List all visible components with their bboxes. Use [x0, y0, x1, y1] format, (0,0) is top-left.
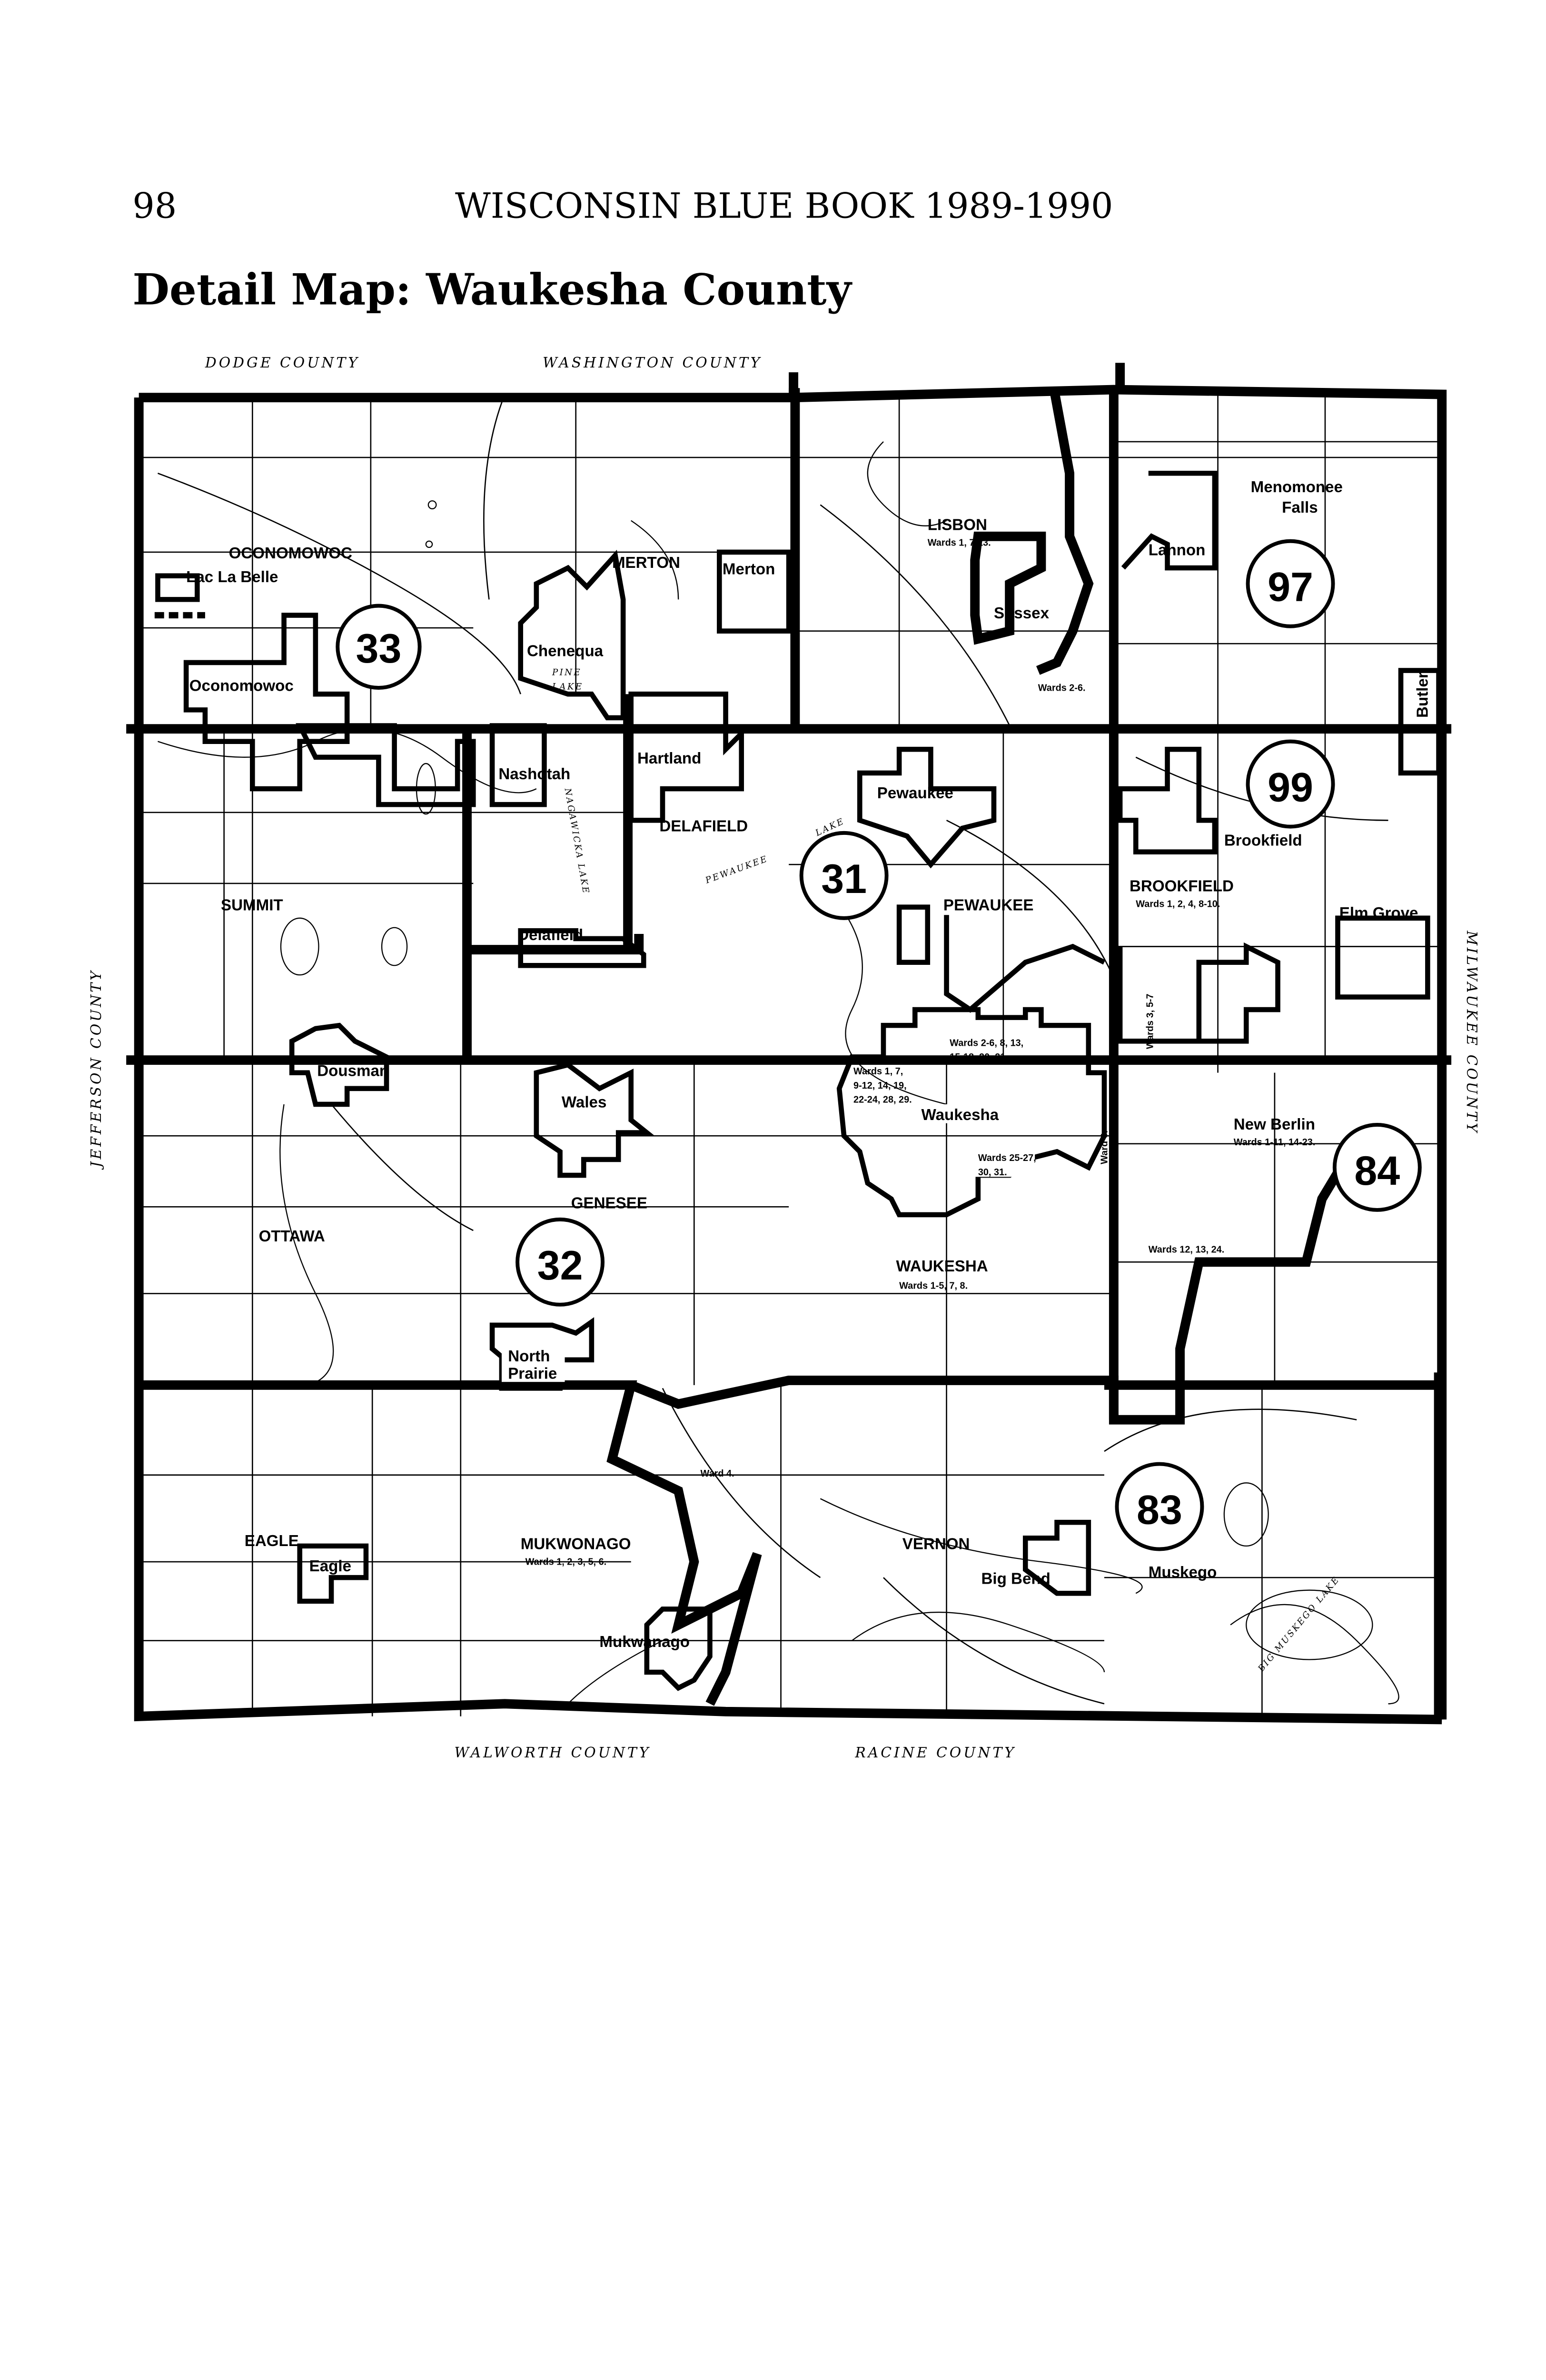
svg-text:99: 99: [1268, 765, 1313, 811]
label-brookfield-city: Brookfield: [1224, 832, 1302, 849]
label-waukesha-wards-c1: Wards 25-27,: [978, 1153, 1036, 1163]
county-racine: RACINE COUNTY: [854, 1745, 1016, 1761]
label-waukesha-wards-b1: Wards 1, 7,: [853, 1066, 903, 1077]
county-washington: WASHINGTON COUNTY: [543, 355, 762, 371]
label-oconomowoc-town: OCONOMOWOC: [229, 545, 353, 562]
municipal-boundaries: [155, 470, 1441, 1691]
label-delafield-city: Delafield: [517, 926, 583, 944]
label-mukwonago-village: Mukwanago: [599, 1633, 690, 1651]
label-merton-village: Merton: [723, 560, 775, 578]
label-lisbon-wards: Wards 1, 7-13.: [928, 538, 991, 548]
label-waukesha-town-wards: Wards 1-5, 7, 8.: [899, 1281, 968, 1291]
label-pewaukee-town: PEWAUKEE: [943, 896, 1034, 914]
label-north: North: [508, 1348, 550, 1365]
label-mukwonago-town: MUKWONAGO: [521, 1536, 631, 1553]
running-title: WISCONSIN BLUE BOOK 1989-1990: [455, 186, 1113, 226]
district-33: 33: [336, 604, 422, 690]
label-ottawa: OTTAWA: [259, 1228, 325, 1245]
label-eagle-village: Eagle: [309, 1557, 351, 1575]
county-jefferson: JEFFERSON COUNTY: [88, 969, 105, 1170]
county-milwaukee: MILWAUKEE COUNTY: [1463, 930, 1480, 1134]
label-pewaukee-village: Pewaukee: [877, 784, 953, 802]
label-waukesha-wards-a1: Wards 2-6, 8, 13,: [950, 1038, 1023, 1048]
label-ward-6: Ward 6.: [1100, 1130, 1110, 1164]
label-butler: Butler: [1414, 672, 1431, 718]
district-83: 83: [1115, 1462, 1204, 1551]
label-dousman: Dousman: [317, 1062, 389, 1080]
label-sussex-wards: Wards 2-6.: [1038, 683, 1086, 694]
label-waukesha-wards-c2: 30, 31.: [978, 1167, 1007, 1178]
district-32: 32: [515, 1217, 605, 1307]
label-hartland: Hartland: [637, 750, 701, 767]
label-brookfield-town: BROOKFIELD: [1130, 877, 1234, 895]
label-muskego: Muskego: [1149, 1564, 1217, 1581]
label-ward-4: Ward 4.: [701, 1468, 734, 1479]
label-lac-la-belle: Lac La Belle: [186, 568, 278, 586]
lake-marker: [427, 500, 437, 509]
county-dodge: DODGE COUNTY: [205, 355, 360, 371]
svg-text:83: 83: [1137, 1487, 1182, 1533]
place-labels: OCONOMOWOC Lac La Belle Oconomowoc MERTO…: [186, 478, 1431, 1674]
label-pine-lake: LAKE: [552, 682, 583, 692]
svg-text:97: 97: [1268, 565, 1313, 610]
label-elm-grove: Elm Grove: [1339, 904, 1418, 922]
label-brookfield-wards-357: Wards 3, 5-7: [1145, 994, 1156, 1049]
label-lannon: Lannon: [1149, 542, 1206, 559]
district-99: 99: [1246, 739, 1335, 829]
label-menomonee: Menomonee: [1251, 478, 1343, 496]
page: 98 WISCONSIN BLUE BOOK 1989-1990 Detail …: [88, 186, 1480, 1761]
label-merton-town: MERTON: [612, 554, 680, 572]
map-body: [126, 363, 1452, 1725]
label-oconomowoc-city: Oconomowoc: [189, 677, 294, 695]
label-eagle-town: EAGLE: [245, 1532, 299, 1550]
svg-text:32: 32: [537, 1243, 583, 1289]
label-falls: Falls: [1282, 499, 1318, 516]
label-delafield-town: DELAFIELD: [659, 818, 748, 835]
page-number: 98: [132, 186, 177, 226]
label-waukesha-town: WAUKESHA: [896, 1258, 988, 1275]
label-mukwonago-wards: Wards 1, 2, 3, 5, 6.: [525, 1557, 607, 1567]
svg-text:84: 84: [1354, 1148, 1400, 1194]
label-vernon: VERNON: [902, 1536, 970, 1553]
label-summit: SUMMIT: [221, 896, 283, 914]
label-waukesha-city: Waukesha: [922, 1106, 999, 1124]
label-prairie: Prairie: [508, 1365, 557, 1383]
label-pine: PINE: [552, 667, 582, 677]
label-genesee: GENESEE: [571, 1195, 647, 1212]
label-sussex: Sussex: [994, 605, 1050, 622]
label-waukesha-wards-b3: 22-24, 28, 29.: [853, 1095, 912, 1105]
svg-text:31: 31: [821, 856, 867, 902]
label-waukesha-wards-b2: 9-12, 14, 19,: [853, 1081, 907, 1091]
label-waukesha-wards-a2: 15-18, 20, 21.: [950, 1052, 1008, 1062]
lake-marker: [425, 540, 433, 548]
label-new-berlin-wards: Wards 1-11, 14-23.: [1234, 1137, 1316, 1148]
svg-text:33: 33: [356, 626, 402, 672]
label-new-berlin-wards-2: Wards 12, 13, 24.: [1149, 1244, 1224, 1255]
label-wales: Wales: [562, 1094, 607, 1111]
county-walworth: WALWORTH COUNTY: [455, 1745, 651, 1761]
label-chenequa: Chenequa: [527, 643, 604, 660]
label-nashotah: Nashotah: [498, 765, 570, 783]
label-big-bend: Big Bend: [981, 1570, 1050, 1587]
district-84: 84: [1332, 1123, 1422, 1212]
map-title: Detail Map: Waukesha County: [132, 265, 852, 315]
district-31: 31: [799, 831, 889, 920]
label-brookfield-wards: Wards 1, 2, 4, 8-10.: [1136, 899, 1220, 910]
district-97: 97: [1246, 539, 1335, 628]
label-lisbon: LISBON: [928, 516, 987, 534]
label-new-berlin: New Berlin: [1234, 1116, 1315, 1133]
